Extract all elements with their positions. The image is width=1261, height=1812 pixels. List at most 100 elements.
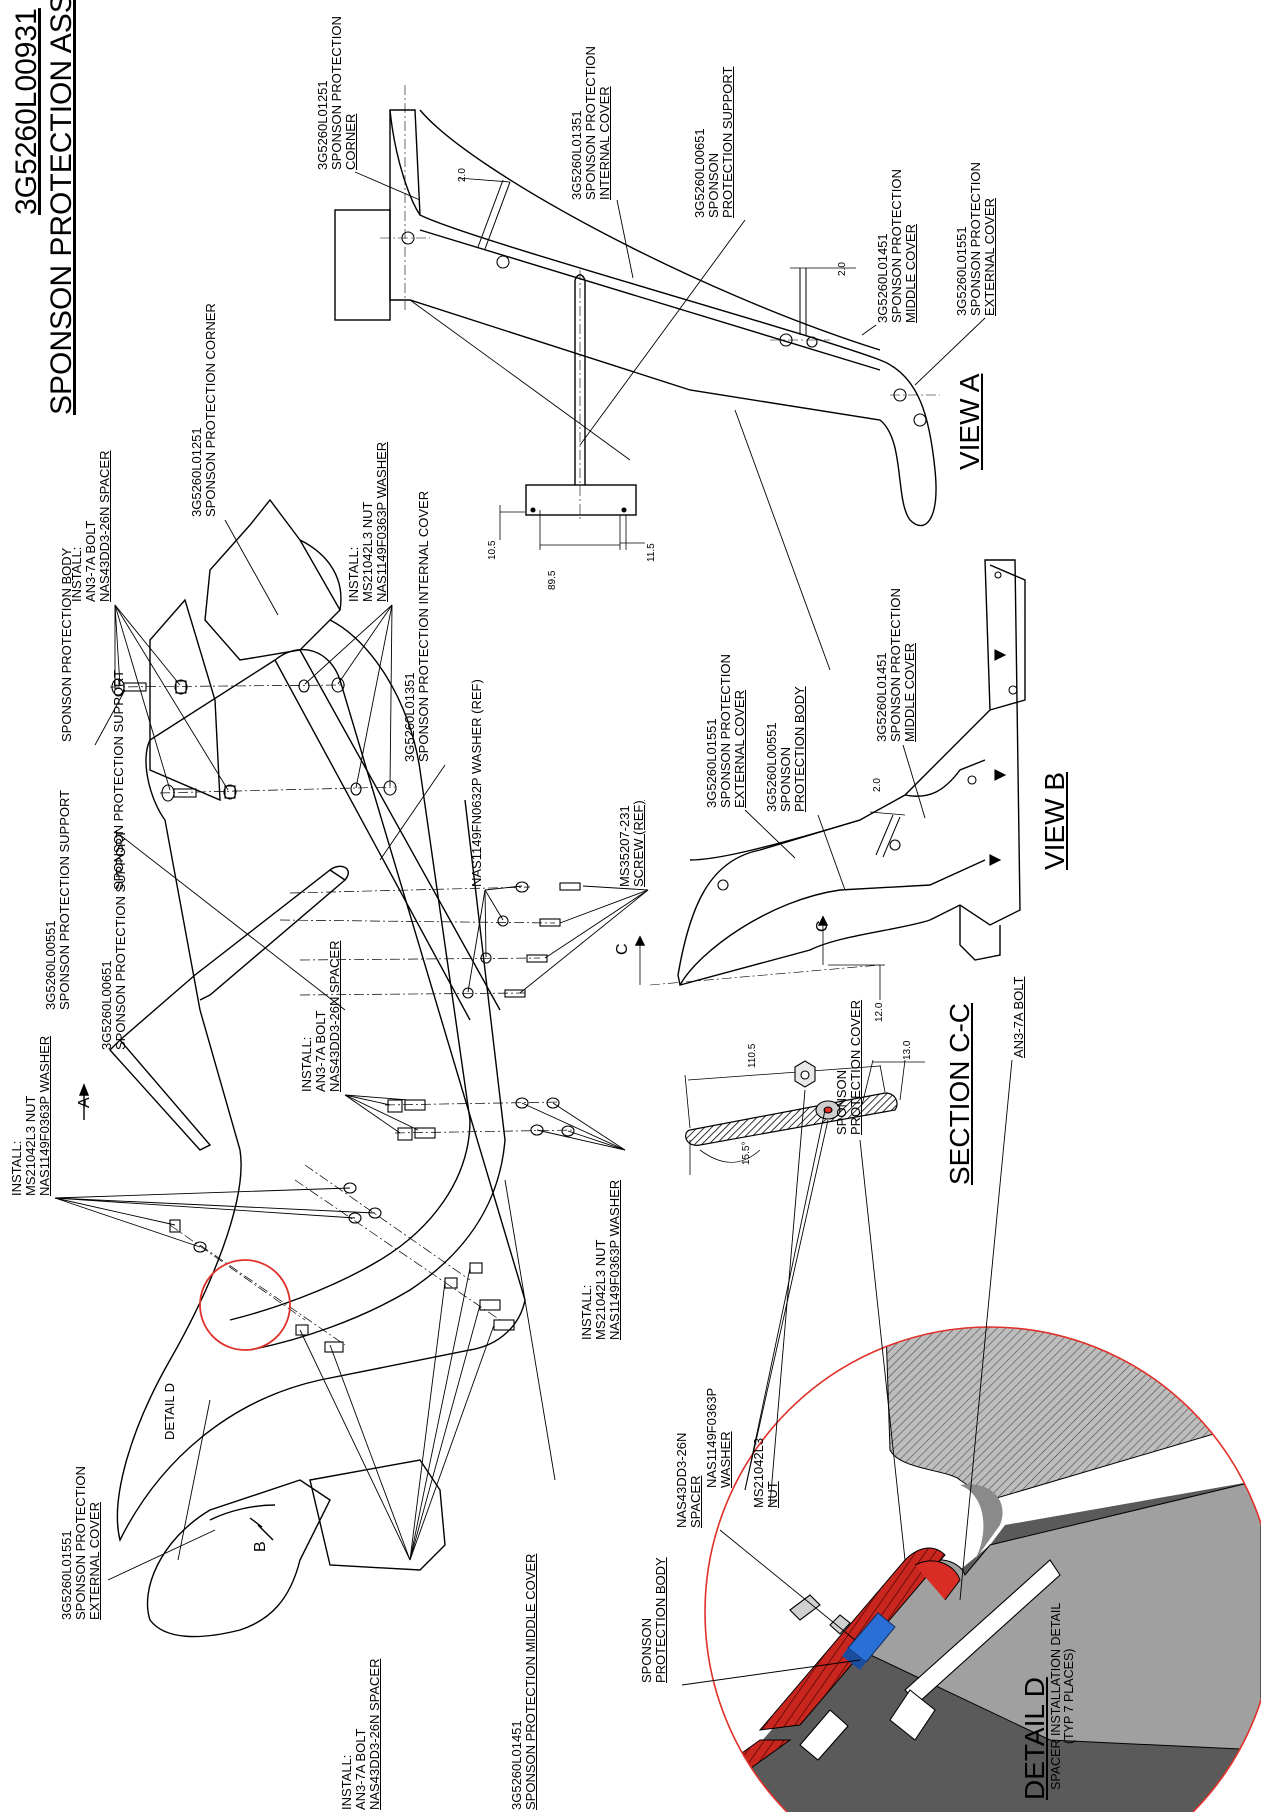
label-line: SPONSON xyxy=(778,746,793,812)
dimensions-view-b-gap: 2.0 xyxy=(872,778,883,792)
dimensions-view-a-d2: 89.5 xyxy=(547,570,558,590)
section-cc-geometry xyxy=(684,1059,925,1175)
label-detail-d-callouts-5: AN3-7A BOLT xyxy=(1011,976,1026,1058)
label-line: 3G5260L00551 xyxy=(43,920,58,1010)
detail-d-circle xyxy=(199,1259,291,1351)
label-line: SPONSON xyxy=(706,152,721,218)
label-line: 3G5260L01551 xyxy=(59,1530,74,1620)
label-line: EXTERNAL COVER xyxy=(87,1502,102,1620)
label-title-part-number: 3G5260L00931 xyxy=(10,8,43,215)
label-views-view-b: VIEW B xyxy=(1039,771,1070,870)
label-line: MS21042L3 NUT xyxy=(23,1095,38,1196)
label-line: SPONSON PROTECTION SUPPORT xyxy=(113,829,128,1050)
label-line: MS21042L3 NUT xyxy=(593,1239,608,1340)
label-line: NUT xyxy=(765,1481,780,1508)
label-views-view-a: VIEW A xyxy=(954,373,985,470)
label-line: NAS43DD3-26N SPACER xyxy=(327,940,342,1092)
label-line: SCREW (REF) xyxy=(631,800,646,887)
label-line: EXTERNAL COVER xyxy=(982,198,997,316)
label-line: EXTERNAL COVER xyxy=(732,690,747,808)
label-line: PROTECTION SUPPORT xyxy=(720,66,735,218)
label-line: 3G5260L01351 xyxy=(569,110,584,200)
label-line: AN3-7A BOLT xyxy=(353,1728,368,1810)
label-line: 3G5260L01251 xyxy=(189,427,204,517)
label-line: SPONSON PROTECTION BODY xyxy=(59,547,74,742)
label-line: INSTALL: xyxy=(346,546,361,602)
label-line: AN3-7A BOLT xyxy=(83,520,98,602)
label-line: NAS43DD3-26N SPACER xyxy=(97,450,112,602)
view-letters-b: B xyxy=(252,1541,269,1552)
label-line: MS21042L3 NUT xyxy=(360,501,375,602)
dimensions-view-a-d1: 10.5 xyxy=(487,540,498,560)
label-line: SPONSON PROTECTION CORNER xyxy=(203,303,218,517)
label-views-detail-d-ref: DETAIL D xyxy=(162,1382,177,1440)
view-letters-c-left: C xyxy=(614,943,631,955)
label-line: WASHER xyxy=(718,1431,733,1488)
label-line: SPONSON PROTECTION MIDDLE COVER xyxy=(523,1553,538,1810)
label-line: MIDDLE COVER xyxy=(902,643,917,742)
view-letters-a: A xyxy=(76,1097,93,1108)
dimensions-view-a-d3: 11.5 xyxy=(646,543,657,562)
label-line: 3G5260L00651 xyxy=(692,128,707,218)
view-a-geometry xyxy=(334,85,986,671)
label-line: 3G5260L01351 xyxy=(402,672,417,762)
detail-d-hardware xyxy=(789,1060,1061,1761)
label-line: AN3-7A BOLT xyxy=(313,1010,328,1092)
label-line: 3G5260L01551 xyxy=(704,718,719,808)
label-line: AN3-7A BOLT xyxy=(1011,976,1026,1058)
dimensions-view-a-gap-mid: 2.0 xyxy=(837,262,848,276)
label-line: INTERNAL COVER xyxy=(597,86,612,200)
label-line: 3G5260L01451 xyxy=(875,233,890,323)
label-line: INSTALL: xyxy=(299,1036,314,1092)
label-line: PROTECTION BODY xyxy=(653,1557,668,1683)
label-line: MIDDLE COVER xyxy=(903,224,918,323)
label-line: INSTALL: xyxy=(339,1754,354,1810)
dimensions-section-thk: 13.0 xyxy=(902,1040,913,1060)
dimensions-view-a-gap-top: 2.0 xyxy=(457,168,468,182)
exploded-view xyxy=(54,498,649,1638)
label-line: PROTECTION BODY xyxy=(792,686,807,812)
label-line: SPONSON PROTECTION xyxy=(888,588,903,742)
label-line: CORNER xyxy=(343,113,358,170)
label-line: 3G5260L01451 xyxy=(874,652,889,742)
detail-d-caption: SPACER INSTALLATION DETAIL(TYP 7 PLACES) xyxy=(1049,1603,1076,1790)
label-views-section-cc: SECTION C-C xyxy=(944,1003,975,1185)
dimensions-section-angle: 15.5° xyxy=(741,1141,752,1165)
label-line: SPONSON PROTECTION SUPPORT xyxy=(57,789,72,1010)
label-line: 3G5260L00651 xyxy=(99,960,114,1050)
label-line: INSTALL: xyxy=(9,1140,24,1196)
label-exploded-callouts-4: SPONSON PROTECTION BODY xyxy=(59,547,74,742)
label-line: NAS43DD3-26N SPACER xyxy=(367,1658,382,1810)
label-line: 3G5260L00551 xyxy=(764,722,779,812)
label-line: MS21042L3 xyxy=(751,1437,766,1508)
label-line: 3G5260L01551 xyxy=(954,226,969,316)
label-line: MS35207-231 xyxy=(617,805,632,887)
label-line: NAS1149F0363P WASHER xyxy=(37,1035,52,1196)
label-line: PROTECTION COVER xyxy=(848,999,863,1135)
label-line: NAS43DD3-26N xyxy=(674,1432,689,1528)
label-views-detail-d: DETAIL D xyxy=(1019,1677,1050,1800)
caption-line: (TYP 7 PLACES) xyxy=(1062,1648,1076,1745)
detail-d-leaders xyxy=(681,1059,1013,1686)
label-line: 3G5260L01251 xyxy=(315,80,330,170)
